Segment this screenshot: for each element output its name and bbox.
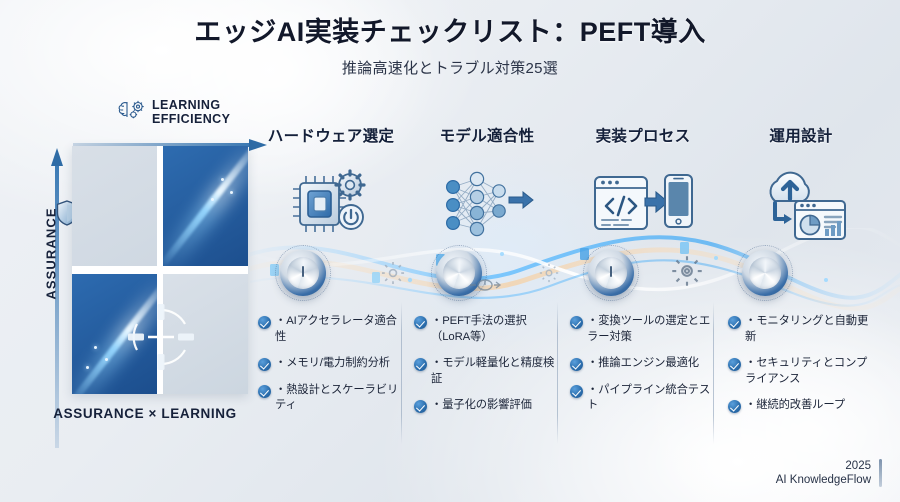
quadrant-chart xyxy=(72,146,248,394)
list-item: ・パイプライン統合テスト xyxy=(570,383,716,414)
footer-year: 2025 xyxy=(845,459,871,472)
check-icon xyxy=(258,384,271,398)
learning-efficiency-text: LEARNING EFFICIENCY xyxy=(152,98,231,126)
crosshair-icon xyxy=(126,302,196,372)
list-item: ・モニタリングと自動更新 xyxy=(728,314,874,345)
cloud-upload-dashboard-icon xyxy=(722,152,880,262)
gear-icon xyxy=(670,254,704,293)
quadrant-cell-bottom-right xyxy=(163,274,248,394)
column-title: 運用設計 xyxy=(769,128,833,145)
bullet-list: ・モニタリングと自動更新 ・セキュリティとコンプライアンス ・継続的改善ループ xyxy=(722,314,880,414)
list-item: ・継続的改善ループ xyxy=(728,398,874,414)
check-icon xyxy=(258,316,271,329)
bullet-text: ・セキュリティとコンプライアンス xyxy=(745,357,868,385)
bullet-list: ・PEFT手法の選択（LoRA等） ・モデル軽量化と精度検証 ・量子化の影響評価 xyxy=(408,314,566,414)
list-item: ・推論エンジン最適化 xyxy=(570,356,716,372)
check-icon xyxy=(414,400,427,414)
footer-brand: AI KnowledgeFlow xyxy=(775,474,871,487)
list-item: ・PEFT手法の選択（LoRA等） xyxy=(414,314,560,345)
list-item: ・モデル軽量化と精度検証 xyxy=(414,356,560,387)
bullet-text: ・モニタリングと自動更新 xyxy=(745,315,869,343)
list-item: ・AIアクセラレータ適合性 xyxy=(258,314,404,345)
brain-gear-icon xyxy=(116,98,146,127)
check-icon xyxy=(728,358,741,372)
check-icon xyxy=(570,384,583,398)
header: エッジAI実装チェックリスト：PEFT導入 推論高速化とトラブル対策25選 xyxy=(0,16,900,78)
column-divider xyxy=(713,302,714,444)
column-divider xyxy=(557,302,558,444)
bullet-text: ・量子化の影響評価 xyxy=(431,399,532,412)
code-window-to-mobile-icon xyxy=(564,152,722,262)
bullet-text: ・変換ツールの選定とエラー対策 xyxy=(587,315,711,343)
bullet-list: ・変換ツールの選定とエラー対策 ・推論エンジン最適化 ・パイプライン統合テスト xyxy=(564,314,722,414)
bullet-text: ・モデル軽量化と精度検証 xyxy=(431,357,555,385)
quadrant-caption: ASSURANCE × LEARNING xyxy=(53,406,237,421)
quadrant-panel: LEARNING EFFICIENCY xyxy=(20,96,270,448)
check-icon xyxy=(414,358,427,372)
assurance-axis-label: ASSURANCE xyxy=(43,207,59,300)
bullet-text: ・AIアクセラレータ適合性 xyxy=(275,315,397,343)
check-icon xyxy=(570,316,583,329)
column-title: モデル適合性 xyxy=(439,128,535,145)
page-title: エッジAI実装チェックリスト：PEFT導入 xyxy=(194,17,706,47)
bullet-text: ・パイプライン統合テスト xyxy=(587,383,711,412)
check-icon xyxy=(414,316,427,329)
bullet-text: ・熱設計とスケーラビリティ xyxy=(275,383,399,412)
column-title: ハードウェア選定 xyxy=(267,128,395,145)
quadrant-cell-top-right xyxy=(163,146,248,266)
list-item: ・熱設計とスケーラビリティ xyxy=(258,383,404,414)
list-item: ・セキュリティとコンプライアンス xyxy=(728,356,874,387)
list-item: ・メモリ/電力制約分析 xyxy=(258,356,404,372)
control-knob-icon xyxy=(275,245,331,301)
control-knob-icon xyxy=(737,245,793,301)
footer-accent-bar xyxy=(879,459,882,488)
footer: 2025 AI KnowledgeFlow xyxy=(776,459,882,488)
bullet-text: ・継続的改善ループ xyxy=(745,399,846,412)
check-icon xyxy=(258,358,271,372)
cpu-chip-gear-power-icon xyxy=(252,152,410,262)
check-icon xyxy=(728,400,741,414)
page-subtitle: 推論高速化とトラブル対策25選 xyxy=(341,60,559,78)
quadrant-cell-top-left xyxy=(72,146,157,266)
column-model-fit: モデル適合性 xyxy=(408,124,566,444)
list-item: ・量子化の影響評価 xyxy=(414,398,560,414)
column-hardware: ハードウェア選定 xyxy=(252,124,410,444)
y-axis-arrow xyxy=(51,148,63,448)
check-icon xyxy=(570,358,583,372)
neural-network-arrow-icon xyxy=(408,152,566,262)
bullet-text: ・PEFT手法の選択（LoRA等） xyxy=(431,315,527,343)
list-item: ・変換ツールの選定とエラー対策 xyxy=(570,314,716,345)
bullet-list: ・AIアクセラレータ適合性 ・メモリ/電力制約分析 ・熱設計とスケーラビリティ xyxy=(252,314,410,414)
check-icon xyxy=(728,316,741,329)
bullet-text: ・メモリ/電力制約分析 xyxy=(275,357,391,370)
bullet-text: ・推論エンジン最適化 xyxy=(587,357,699,370)
column-divider xyxy=(401,302,402,444)
column-operations: 運用設計 xyxy=(722,124,880,444)
column-implementation: 実装プロセス xyxy=(564,124,722,444)
column-title: 実装プロセス xyxy=(595,128,691,145)
learning-efficiency-label: LEARNING EFFICIENCY xyxy=(116,98,270,127)
checklist-columns: ハードウェア選定 xyxy=(252,124,884,444)
